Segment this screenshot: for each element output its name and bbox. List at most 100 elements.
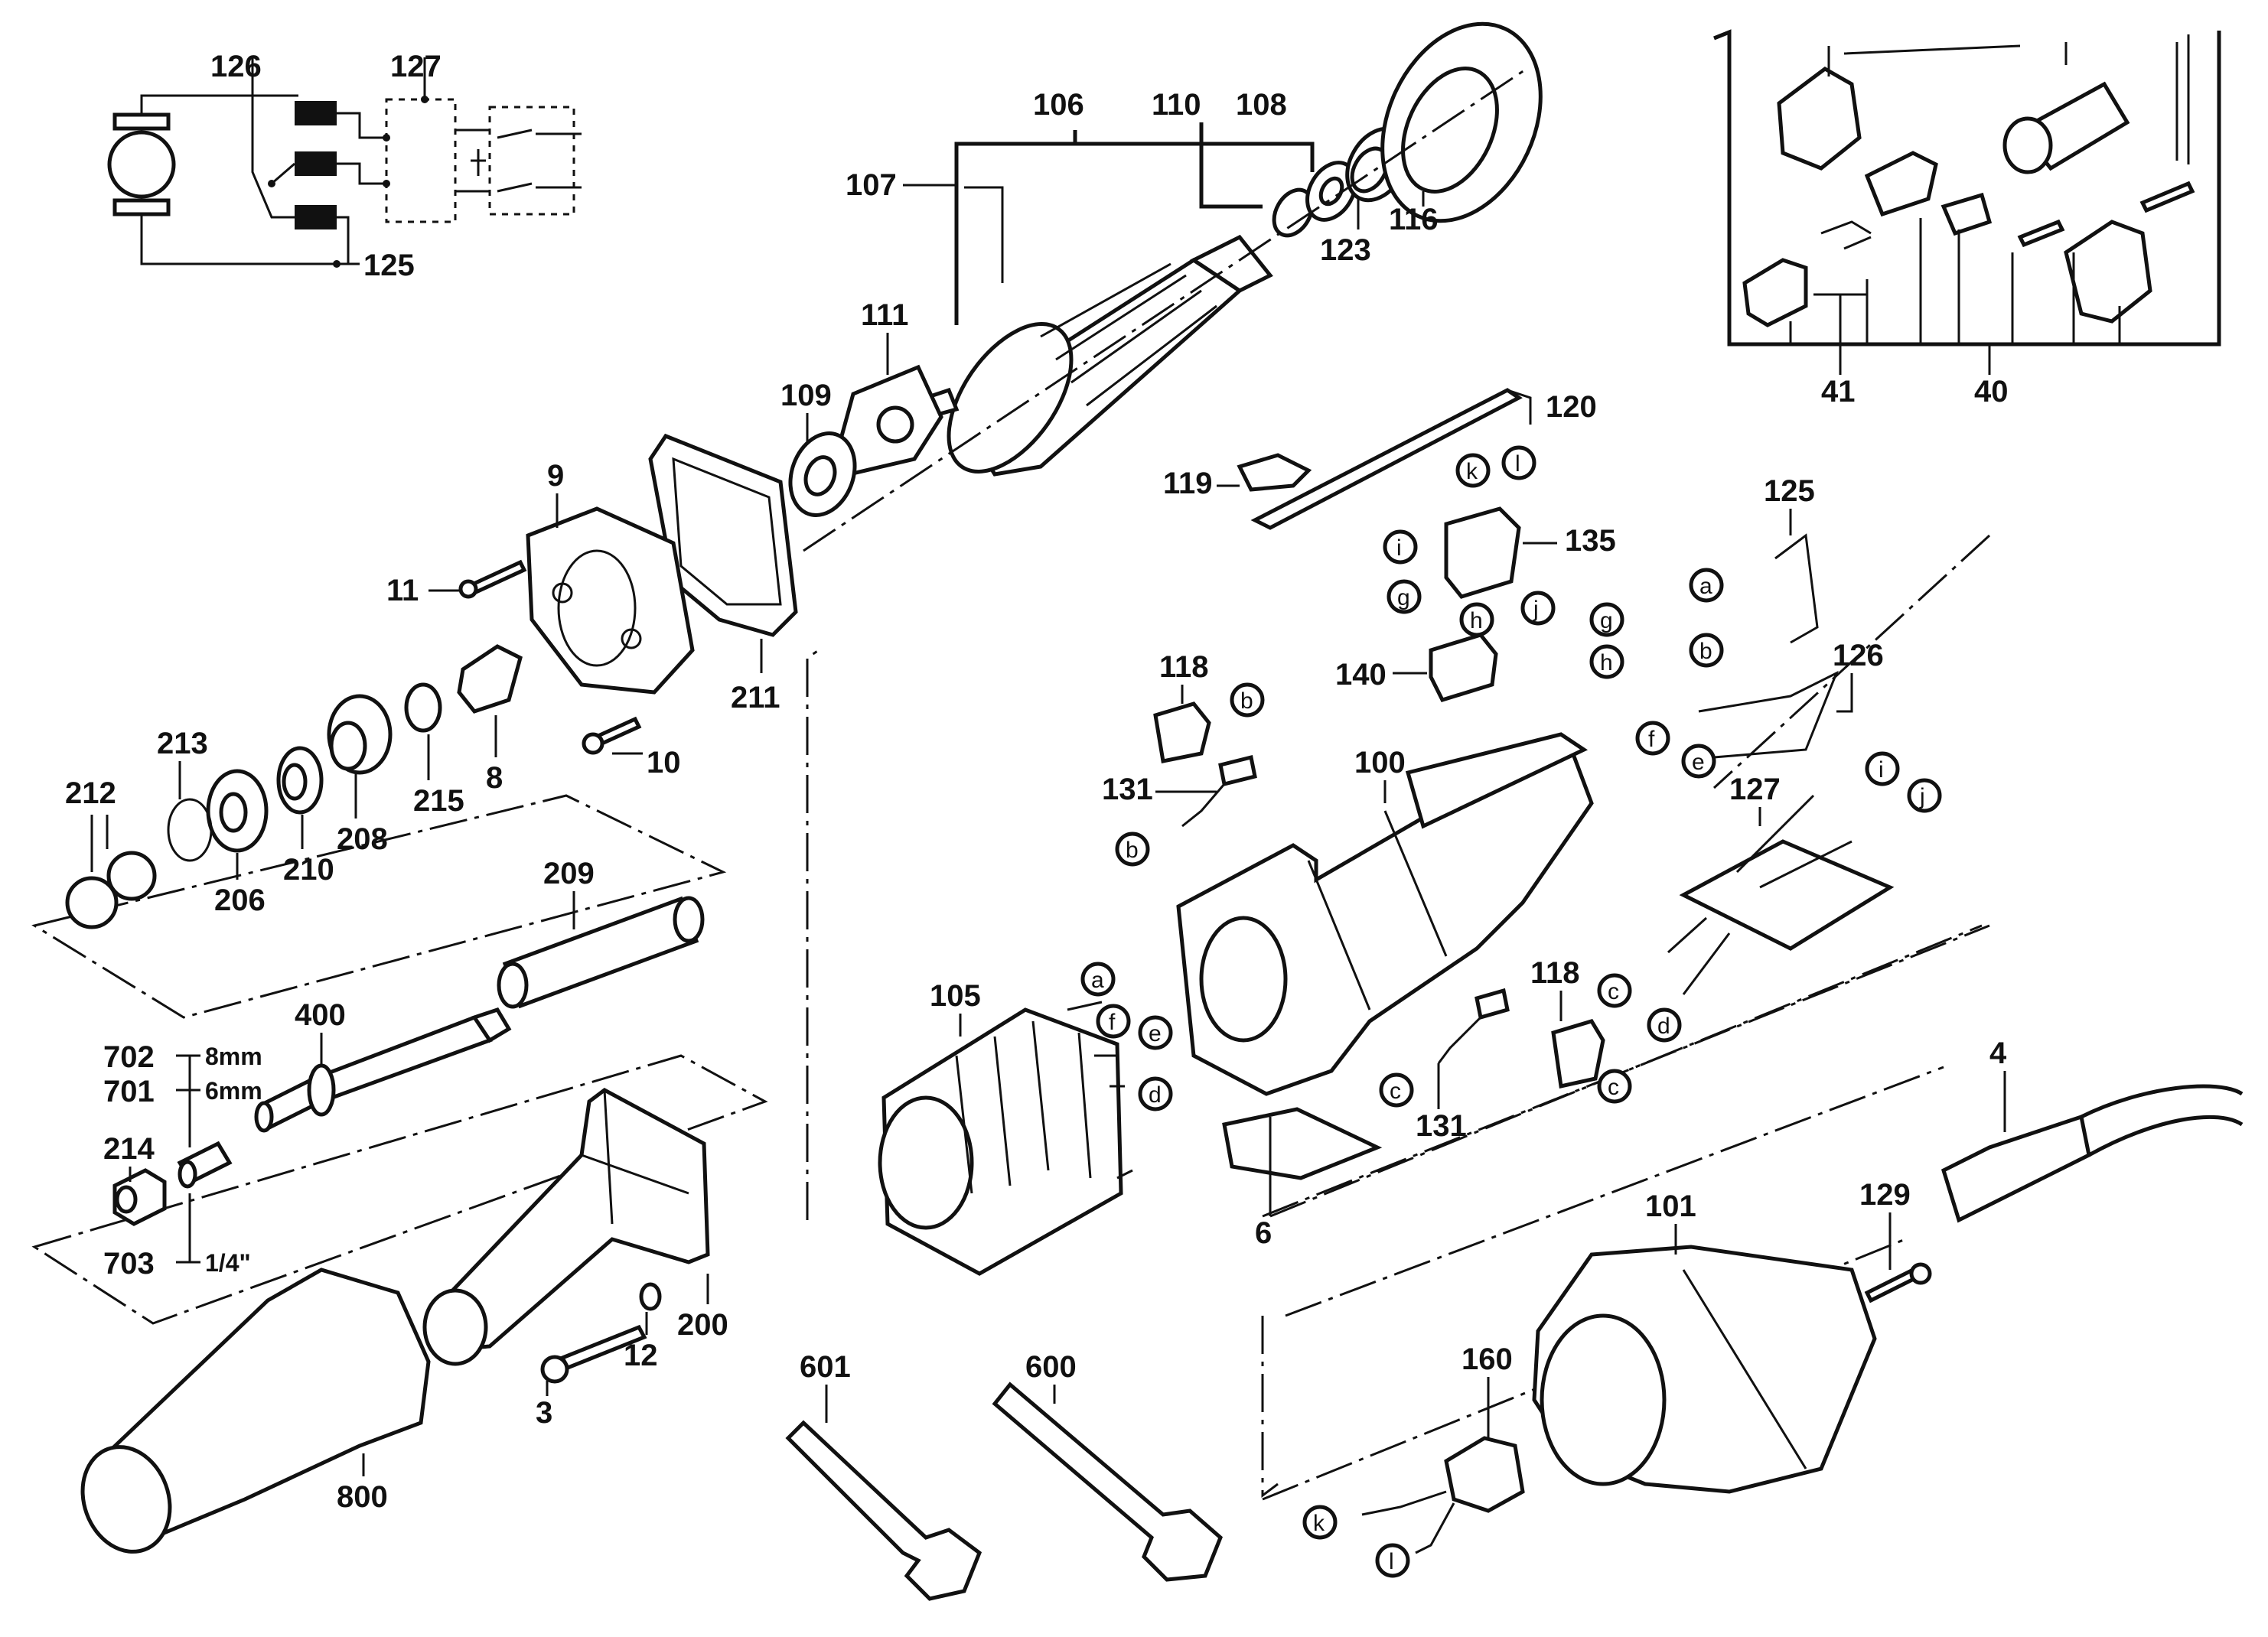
label-125: 125 — [363, 249, 415, 282]
circle-letter-l-suppressor: l — [1375, 1543, 1410, 1578]
svg-text:e: e — [1692, 750, 1705, 775]
motor-housing-group: 100 6 118 118 131 131 140 119 120 135 12… — [1102, 388, 1895, 1250]
inset-part-connector — [1864, 151, 1938, 217]
field-coil-1 — [295, 101, 337, 125]
circle-letter-j-wire127: j — [1907, 778, 1942, 813]
label-211: 211 — [731, 681, 780, 714]
part-127-harness — [1679, 839, 1895, 951]
label-9: 9 — [547, 459, 564, 493]
circle-letter-g-cap: g — [1589, 602, 1624, 637]
label-210: 210 — [283, 853, 334, 887]
circle-letter-h-cap: h — [1589, 644, 1624, 679]
inset-part-plug — [1742, 258, 1808, 327]
label-8: 8 — [486, 761, 503, 795]
inset-box: 41 40 — [1713, 29, 2221, 408]
svg-text:g: g — [1600, 608, 1613, 633]
inset-part-screw-2 — [2017, 219, 2065, 248]
circle-letter-c-brush-wire: c — [1379, 1072, 1414, 1108]
circle-letter-g-switch: g — [1387, 579, 1422, 614]
circle-letter-k-switch: k — [1455, 453, 1491, 488]
label-126: 126 — [210, 50, 262, 83]
part-119-button — [1237, 453, 1312, 492]
part-125-wire — [1774, 533, 1819, 644]
label-109: 109 — [780, 379, 832, 412]
part-131-brush-bottom — [1475, 988, 1510, 1020]
part-600-wrench — [992, 1382, 1223, 1582]
label-701: 701 — [103, 1075, 155, 1108]
svg-text:a: a — [1091, 968, 1104, 993]
svg-text:b: b — [1240, 688, 1253, 714]
label-140: 140 — [1335, 658, 1387, 692]
part-601-wrench — [785, 1420, 982, 1601]
label-131-bottom: 131 — [1416, 1109, 1467, 1143]
label-123: 123 — [1320, 233, 1371, 267]
label-135: 135 — [1565, 524, 1616, 558]
svg-text:g: g — [1397, 585, 1410, 610]
field-coil-2 — [295, 151, 337, 176]
part-131-brush-top — [1218, 754, 1257, 787]
svg-text:h: h — [1600, 650, 1613, 675]
label-120: 120 — [1546, 390, 1597, 424]
svg-text:k: k — [1466, 459, 1478, 484]
circle-letter-j-switch: j — [1520, 591, 1556, 626]
rear-group: 4 129 101 160 — [1361, 1037, 2244, 1554]
label-106: 106 — [1033, 88, 1084, 122]
svg-text:i: i — [1396, 535, 1402, 561]
label-400: 400 — [295, 998, 346, 1032]
label-100: 100 — [1354, 746, 1406, 779]
circle-letter-c-brush: c — [1597, 1069, 1632, 1104]
part-12-washer — [639, 1282, 662, 1311]
label-127-b: 127 — [1729, 773, 1781, 806]
circle-letter-b-brush: b — [1230, 682, 1265, 718]
label-209: 209 — [543, 857, 595, 890]
label-129: 129 — [1859, 1178, 1911, 1212]
label-703: 703 — [103, 1247, 155, 1281]
part-118-brush-top — [1153, 701, 1211, 763]
label-126-b: 126 — [1833, 639, 1884, 672]
svg-text:d: d — [1149, 1082, 1162, 1108]
part-6-label — [1222, 1107, 1383, 1180]
label-11: 11 — [386, 574, 419, 607]
label-101: 101 — [1645, 1190, 1696, 1223]
label-107: 107 — [846, 168, 897, 202]
label-40: 40 — [1974, 375, 2009, 408]
part-118-brush-bottom — [1551, 1019, 1605, 1089]
part-8-pinion — [457, 644, 523, 714]
part-212-washer-2 — [106, 851, 157, 901]
svg-text:i: i — [1879, 757, 1884, 783]
size-8mm: 8mm — [205, 1043, 262, 1070]
label-118-top: 118 — [1159, 650, 1209, 684]
label-110: 110 — [1152, 88, 1201, 122]
label-214: 214 — [103, 1132, 155, 1166]
circle-letter-b-brush-wire: b — [1115, 832, 1150, 867]
svg-text:d: d — [1657, 1014, 1670, 1039]
part-116-cover — [1380, 21, 1543, 223]
svg-text:k: k — [1313, 1511, 1325, 1536]
svg-text:b: b — [1699, 639, 1712, 664]
armature — [877, 234, 1273, 477]
wire-letter-callouts: a f e d b b c c k l i g h j g h a b f e … — [1080, 445, 1942, 1578]
part-160-suppressor — [1444, 1436, 1525, 1513]
label-601: 601 — [800, 1350, 851, 1384]
part-209-sleeve — [502, 896, 699, 1009]
svg-text:e: e — [1149, 1021, 1162, 1046]
label-200: 200 — [677, 1308, 728, 1342]
switch-box — [385, 98, 457, 223]
part-140-capacitor — [1429, 633, 1498, 703]
svg-text:j: j — [1919, 784, 1925, 809]
label-10: 10 — [647, 746, 681, 779]
label-108: 108 — [1236, 88, 1287, 122]
circle-letter-e-wire126: e — [1681, 744, 1716, 779]
label-116: 116 — [1389, 203, 1439, 236]
label-206: 206 — [214, 884, 266, 917]
svg-text:c: c — [1608, 979, 1619, 1004]
svg-text:l: l — [1515, 451, 1520, 477]
part-129-screw — [1864, 1267, 1920, 1303]
part-212-washer-1 — [65, 876, 119, 929]
label-212: 212 — [65, 776, 116, 810]
circle-letter-a-wire125: a — [1689, 568, 1724, 603]
inset-part-cap — [2064, 220, 2152, 324]
size-quarter-inch: 1/4" — [205, 1249, 251, 1277]
svg-text:c: c — [1390, 1079, 1401, 1104]
svg-text:j: j — [1533, 597, 1539, 622]
